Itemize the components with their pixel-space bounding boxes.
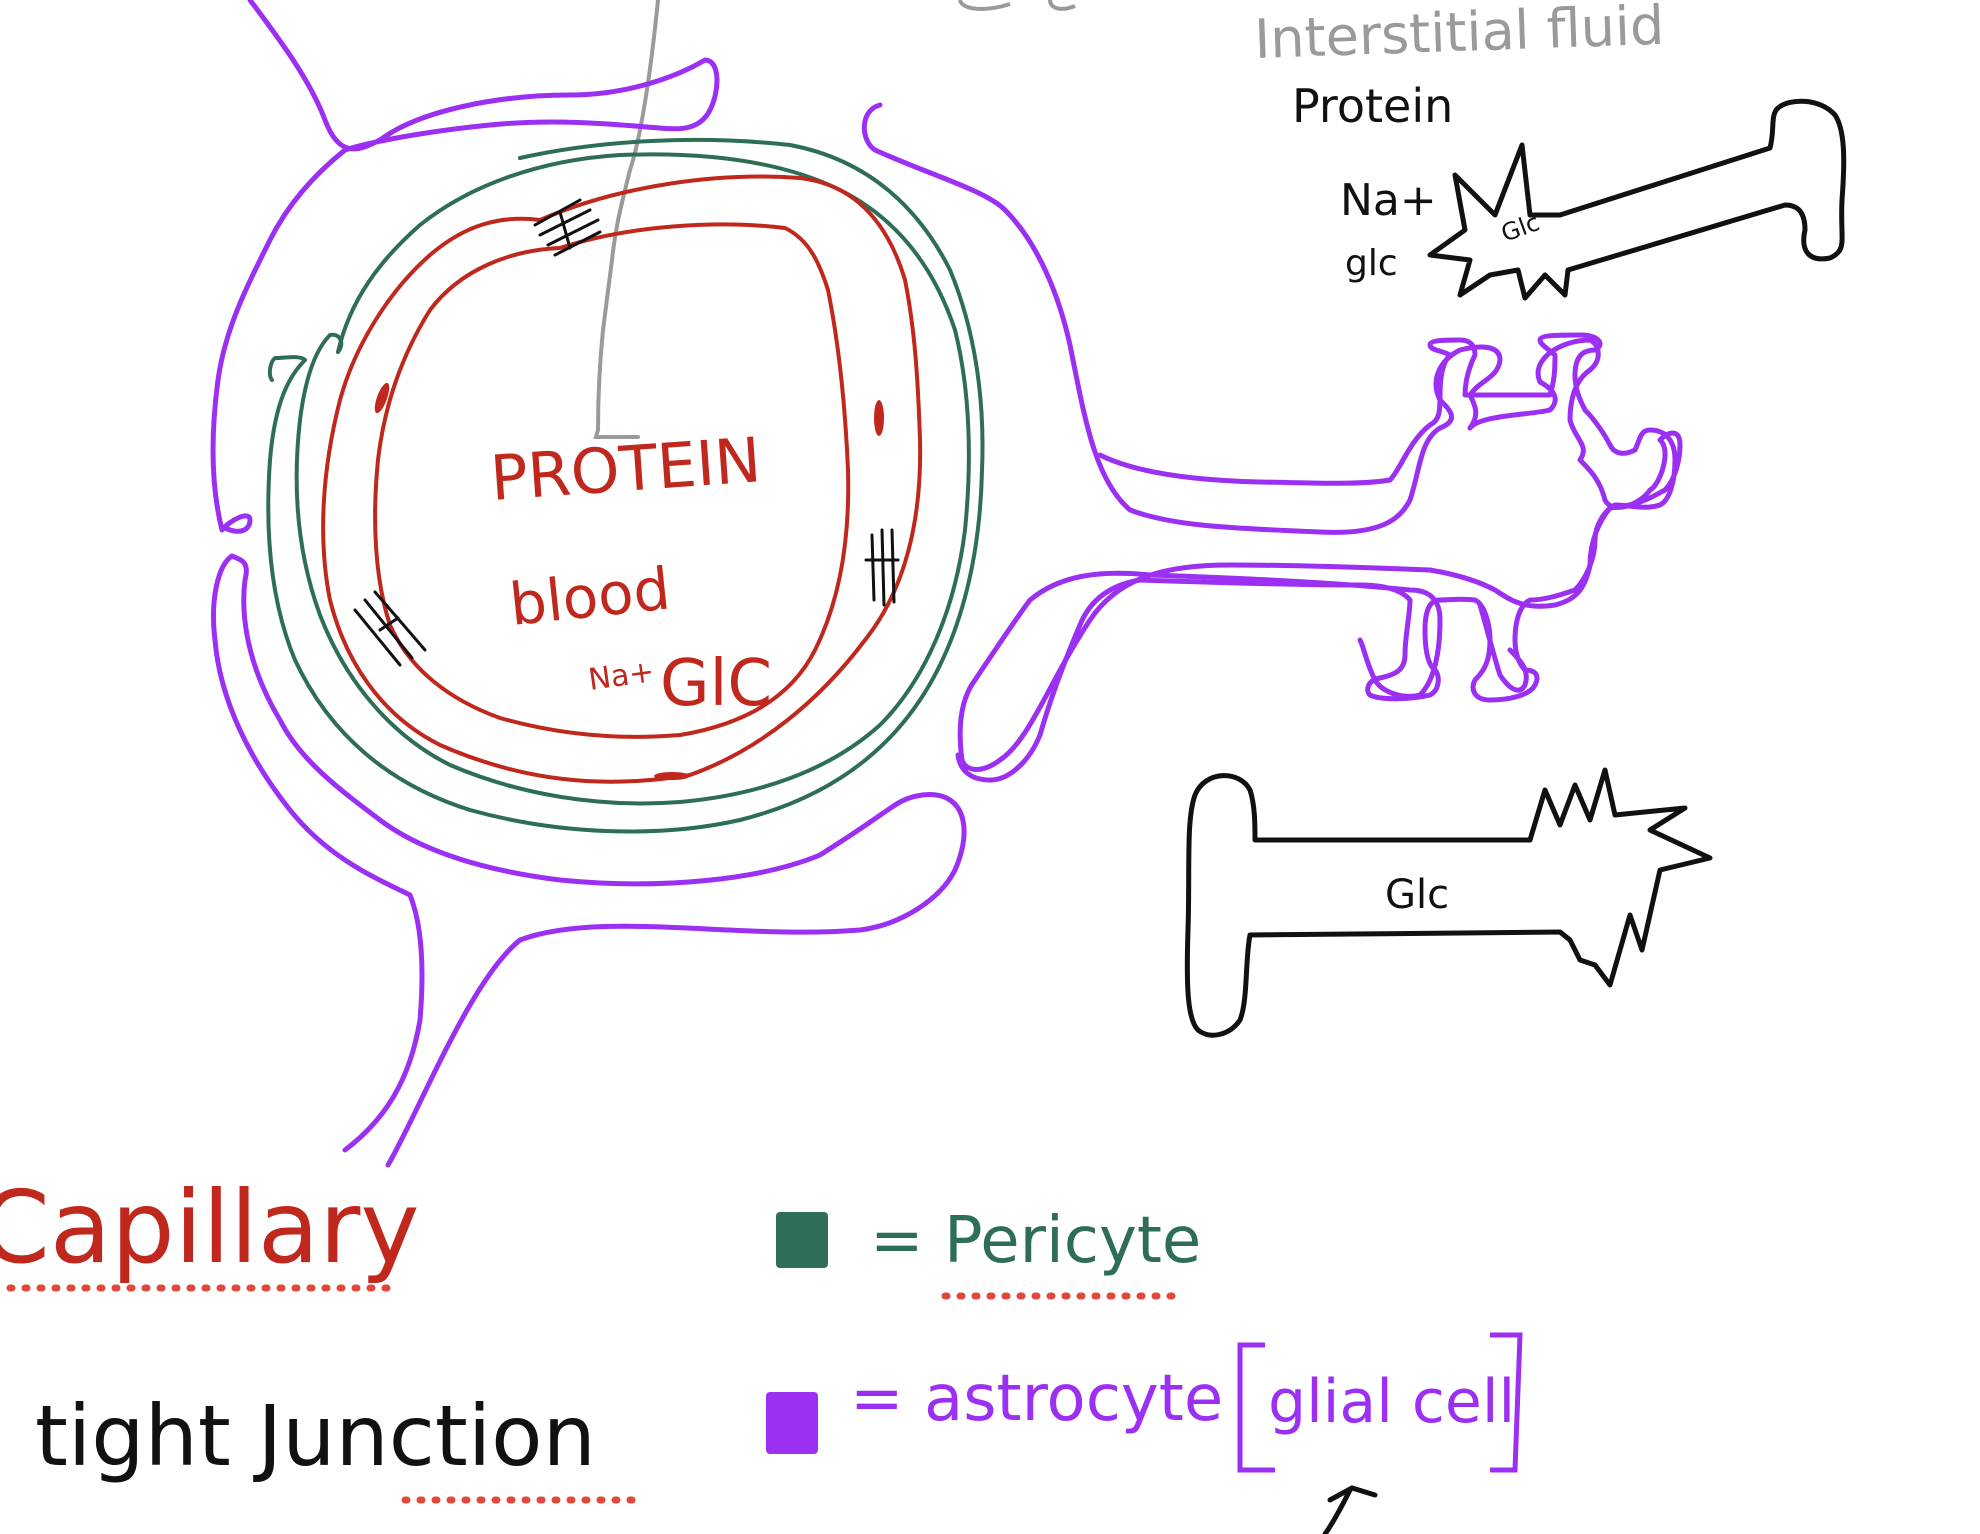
glial-bracket-left [1237, 1342, 1275, 1473]
tight-junctions [353, 198, 900, 667]
capillary-title: Capillary [0, 1169, 420, 1286]
endothelial-wall [321, 174, 923, 784]
na-top-label: Na+ [1340, 175, 1437, 226]
pericyte-swatch [776, 1212, 828, 1268]
gray-pointer-line [593, 0, 660, 439]
glc-left-label: glc [1345, 243, 1398, 284]
endothelial-nuclei [374, 382, 884, 780]
astrocyte [210, 0, 1683, 1168]
glc-bottom-label: Glc [1385, 872, 1449, 918]
top-transporter [1427, 98, 1847, 301]
blood-label: blood [506, 554, 673, 638]
astrocyte-legend-label: = astrocyte [850, 1362, 1223, 1436]
pericyte-legend-label: = Pericyte [870, 1204, 1201, 1278]
tight-junction-label: tight Junction [35, 1387, 596, 1485]
glc-center-label: GlC [660, 647, 772, 721]
protein-center-label: PROTEIN [488, 423, 763, 515]
up-arrow-icon [1322, 1485, 1378, 1534]
pericyte [266, 137, 985, 834]
protein-top-label: Protein [1292, 79, 1453, 133]
bottom-transporter [1184, 767, 1713, 1038]
glial-bracket-right [1490, 1332, 1523, 1473]
na-center-label: Na+ [586, 654, 656, 698]
glial-cell-label: glial cell [1268, 1367, 1515, 1437]
astrocyte-cell-body [955, 332, 1678, 783]
interstitial-fluid-label: Interstitial fluid [1253, 0, 1665, 71]
gray-partial-text [958, 0, 1076, 11]
astrocyte-swatch [766, 1392, 818, 1454]
